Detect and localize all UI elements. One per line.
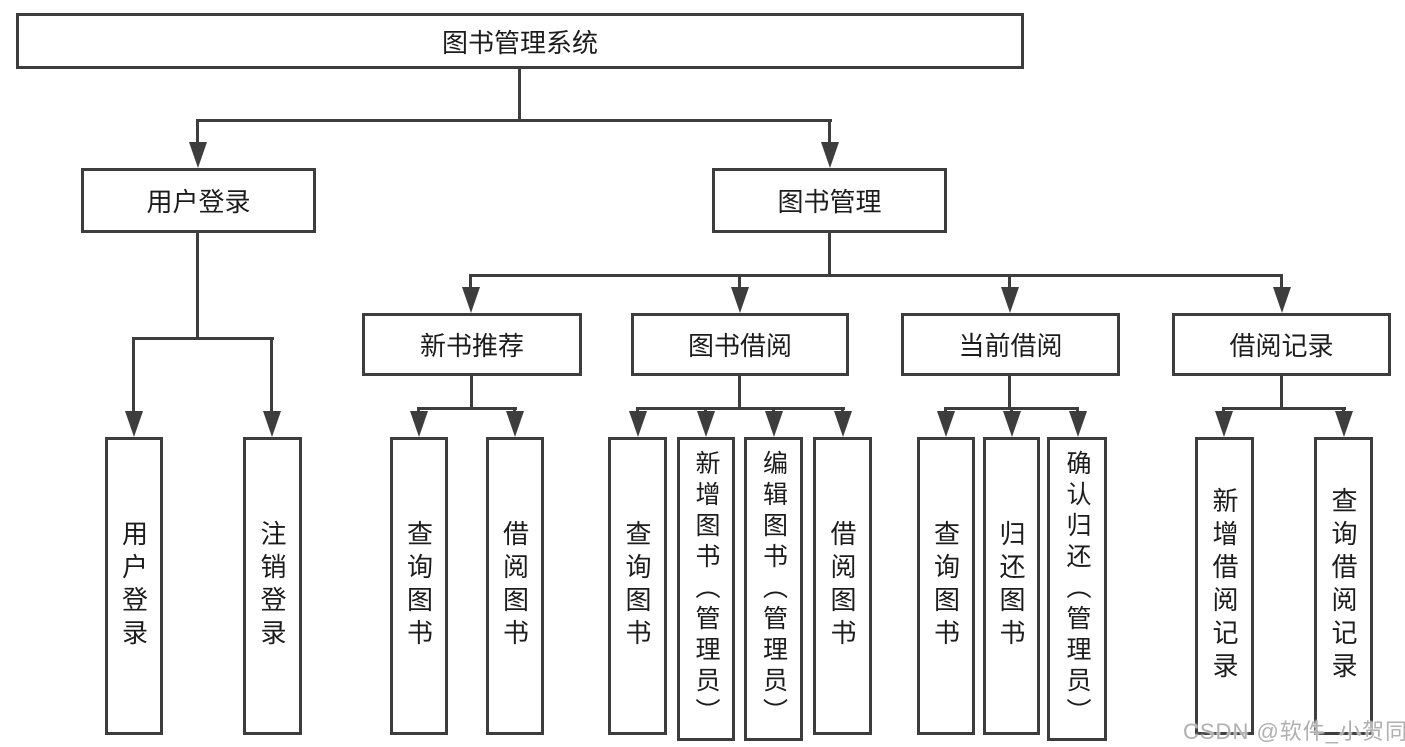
leaf-edit-books-admin: 编辑图书（管理员） — [744, 437, 803, 741]
leaf-label: 归还图书 — [996, 520, 1026, 652]
leaf-label: 新增借阅记录 — [1209, 487, 1239, 685]
leaf-label: 查询图书 — [930, 520, 961, 652]
leaf-label: 查询借阅记录 — [1328, 487, 1358, 685]
node-library-management-system: 图书管理系统 — [16, 13, 1024, 69]
connector-mgmt-stem — [828, 233, 831, 276]
arrow-to-user-login — [189, 142, 207, 168]
leaf-query-borrow-record: 查询借阅记录 — [1314, 437, 1373, 735]
leaf-label: 用户登录 — [118, 520, 149, 652]
leaf-return-books: 归还图书 — [983, 437, 1040, 735]
arrow-to-query-borrow-record — [1335, 411, 1353, 437]
connector-root-hline — [196, 119, 832, 122]
node-label: 新书推荐 — [419, 331, 524, 361]
connector-to-borrow-records-line — [1280, 274, 1283, 289]
leaf-rec-query-books: 查询图书 — [390, 437, 448, 735]
arrow-to-borrow-query-books — [629, 411, 647, 437]
arrow-to-borrow-records — [1273, 287, 1291, 313]
connector-mgmt-hline — [469, 274, 1283, 277]
leaf-label: 借阅图书 — [827, 520, 857, 652]
arrow-to-book-mgmt — [821, 142, 839, 168]
leaf-confirm-return-admin: 确认归还（管理员） — [1047, 437, 1107, 741]
leaf-label: 新增图书（管理员） — [692, 449, 720, 729]
arrow-to-add-books — [697, 411, 715, 437]
connector-to-leaf-logout-line — [270, 337, 273, 413]
connector-root-stem — [518, 69, 521, 119]
arrow-to-add-borrow-record — [1215, 411, 1233, 437]
leaf-label: 注销登录 — [257, 520, 287, 652]
leaf-rec-borrow-books: 借阅图书 — [486, 437, 544, 735]
connector-records-stem — [1280, 376, 1283, 410]
arrow-to-leaf-login — [125, 411, 143, 437]
connector-to-new-book-rec-line — [469, 274, 472, 289]
leaf-user-login: 用户登录 — [105, 437, 163, 735]
arrow-to-current-query-books — [937, 411, 955, 437]
connector-to-leaf-login-line — [132, 337, 135, 413]
node-label: 当前借阅 — [958, 331, 1063, 361]
connector-to-book-mgmt-line — [828, 119, 831, 146]
connector-login-stem — [196, 233, 199, 337]
arrow-to-rec-query-books — [410, 411, 428, 437]
connector-rec-hline — [417, 407, 517, 410]
node-borrowing-records: 借阅记录 — [1172, 313, 1391, 376]
leaf-label: 查询图书 — [403, 520, 434, 652]
leaf-borrow-books: 借阅图书 — [813, 437, 872, 735]
arrow-to-current-borrow — [1001, 287, 1019, 313]
connector-current-stem — [1008, 376, 1011, 410]
leaf-label: 确认归还（管理员） — [1063, 449, 1091, 729]
connector-borrow-stem — [738, 376, 741, 410]
node-book-borrowing: 图书借阅 — [631, 313, 849, 376]
leaf-add-borrow-record: 新增借阅记录 — [1195, 437, 1254, 735]
csdn-watermark: CSDN @软件_小贺同学 — [1183, 719, 1405, 744]
leaf-label: 编辑图书（管理员） — [759, 449, 788, 729]
node-label: 借阅记录 — [1229, 331, 1334, 361]
leaf-add-books-admin: 新增图书（管理员） — [677, 437, 735, 741]
arrow-to-confirm-return — [1069, 411, 1087, 437]
leaf-label: 查询图书 — [622, 520, 652, 652]
node-user-login-branch: 用户登录 — [81, 168, 316, 233]
leaf-logout: 注销登录 — [243, 437, 302, 735]
arrow-to-edit-books — [765, 411, 783, 437]
connector-login-hline — [132, 337, 274, 340]
node-label: 图书管理系统 — [441, 27, 598, 58]
leaf-borrow-query-books: 查询图书 — [608, 437, 667, 735]
node-new-book-recommendation: 新书推荐 — [362, 313, 582, 376]
arrow-to-new-book-rec — [462, 287, 480, 313]
leaf-label: 借阅图书 — [499, 520, 530, 652]
node-current-borrowing: 当前借阅 — [901, 313, 1120, 376]
leaf-current-query-books: 查询图书 — [917, 437, 975, 735]
connector-rec-stem — [470, 376, 473, 410]
connector-to-current-borrow-line — [1008, 274, 1011, 289]
arrow-to-leaf-logout — [263, 411, 281, 437]
connector-to-book-borrow-line — [738, 274, 741, 289]
node-label: 图书借阅 — [687, 331, 792, 361]
node-book-mgmt-branch: 图书管理 — [712, 168, 947, 233]
arrow-to-borrow-books — [834, 411, 852, 437]
connector-records-hline — [1222, 407, 1346, 410]
connector-borrow-hline — [636, 407, 845, 410]
arrow-to-book-borrow — [731, 287, 749, 313]
node-label: 用户登录 — [146, 187, 251, 217]
connector-to-user-login-line — [196, 119, 199, 146]
node-label: 图书管理 — [777, 187, 882, 217]
arrow-to-return-books — [1003, 411, 1021, 437]
arrow-to-rec-borrow-books — [506, 411, 524, 437]
